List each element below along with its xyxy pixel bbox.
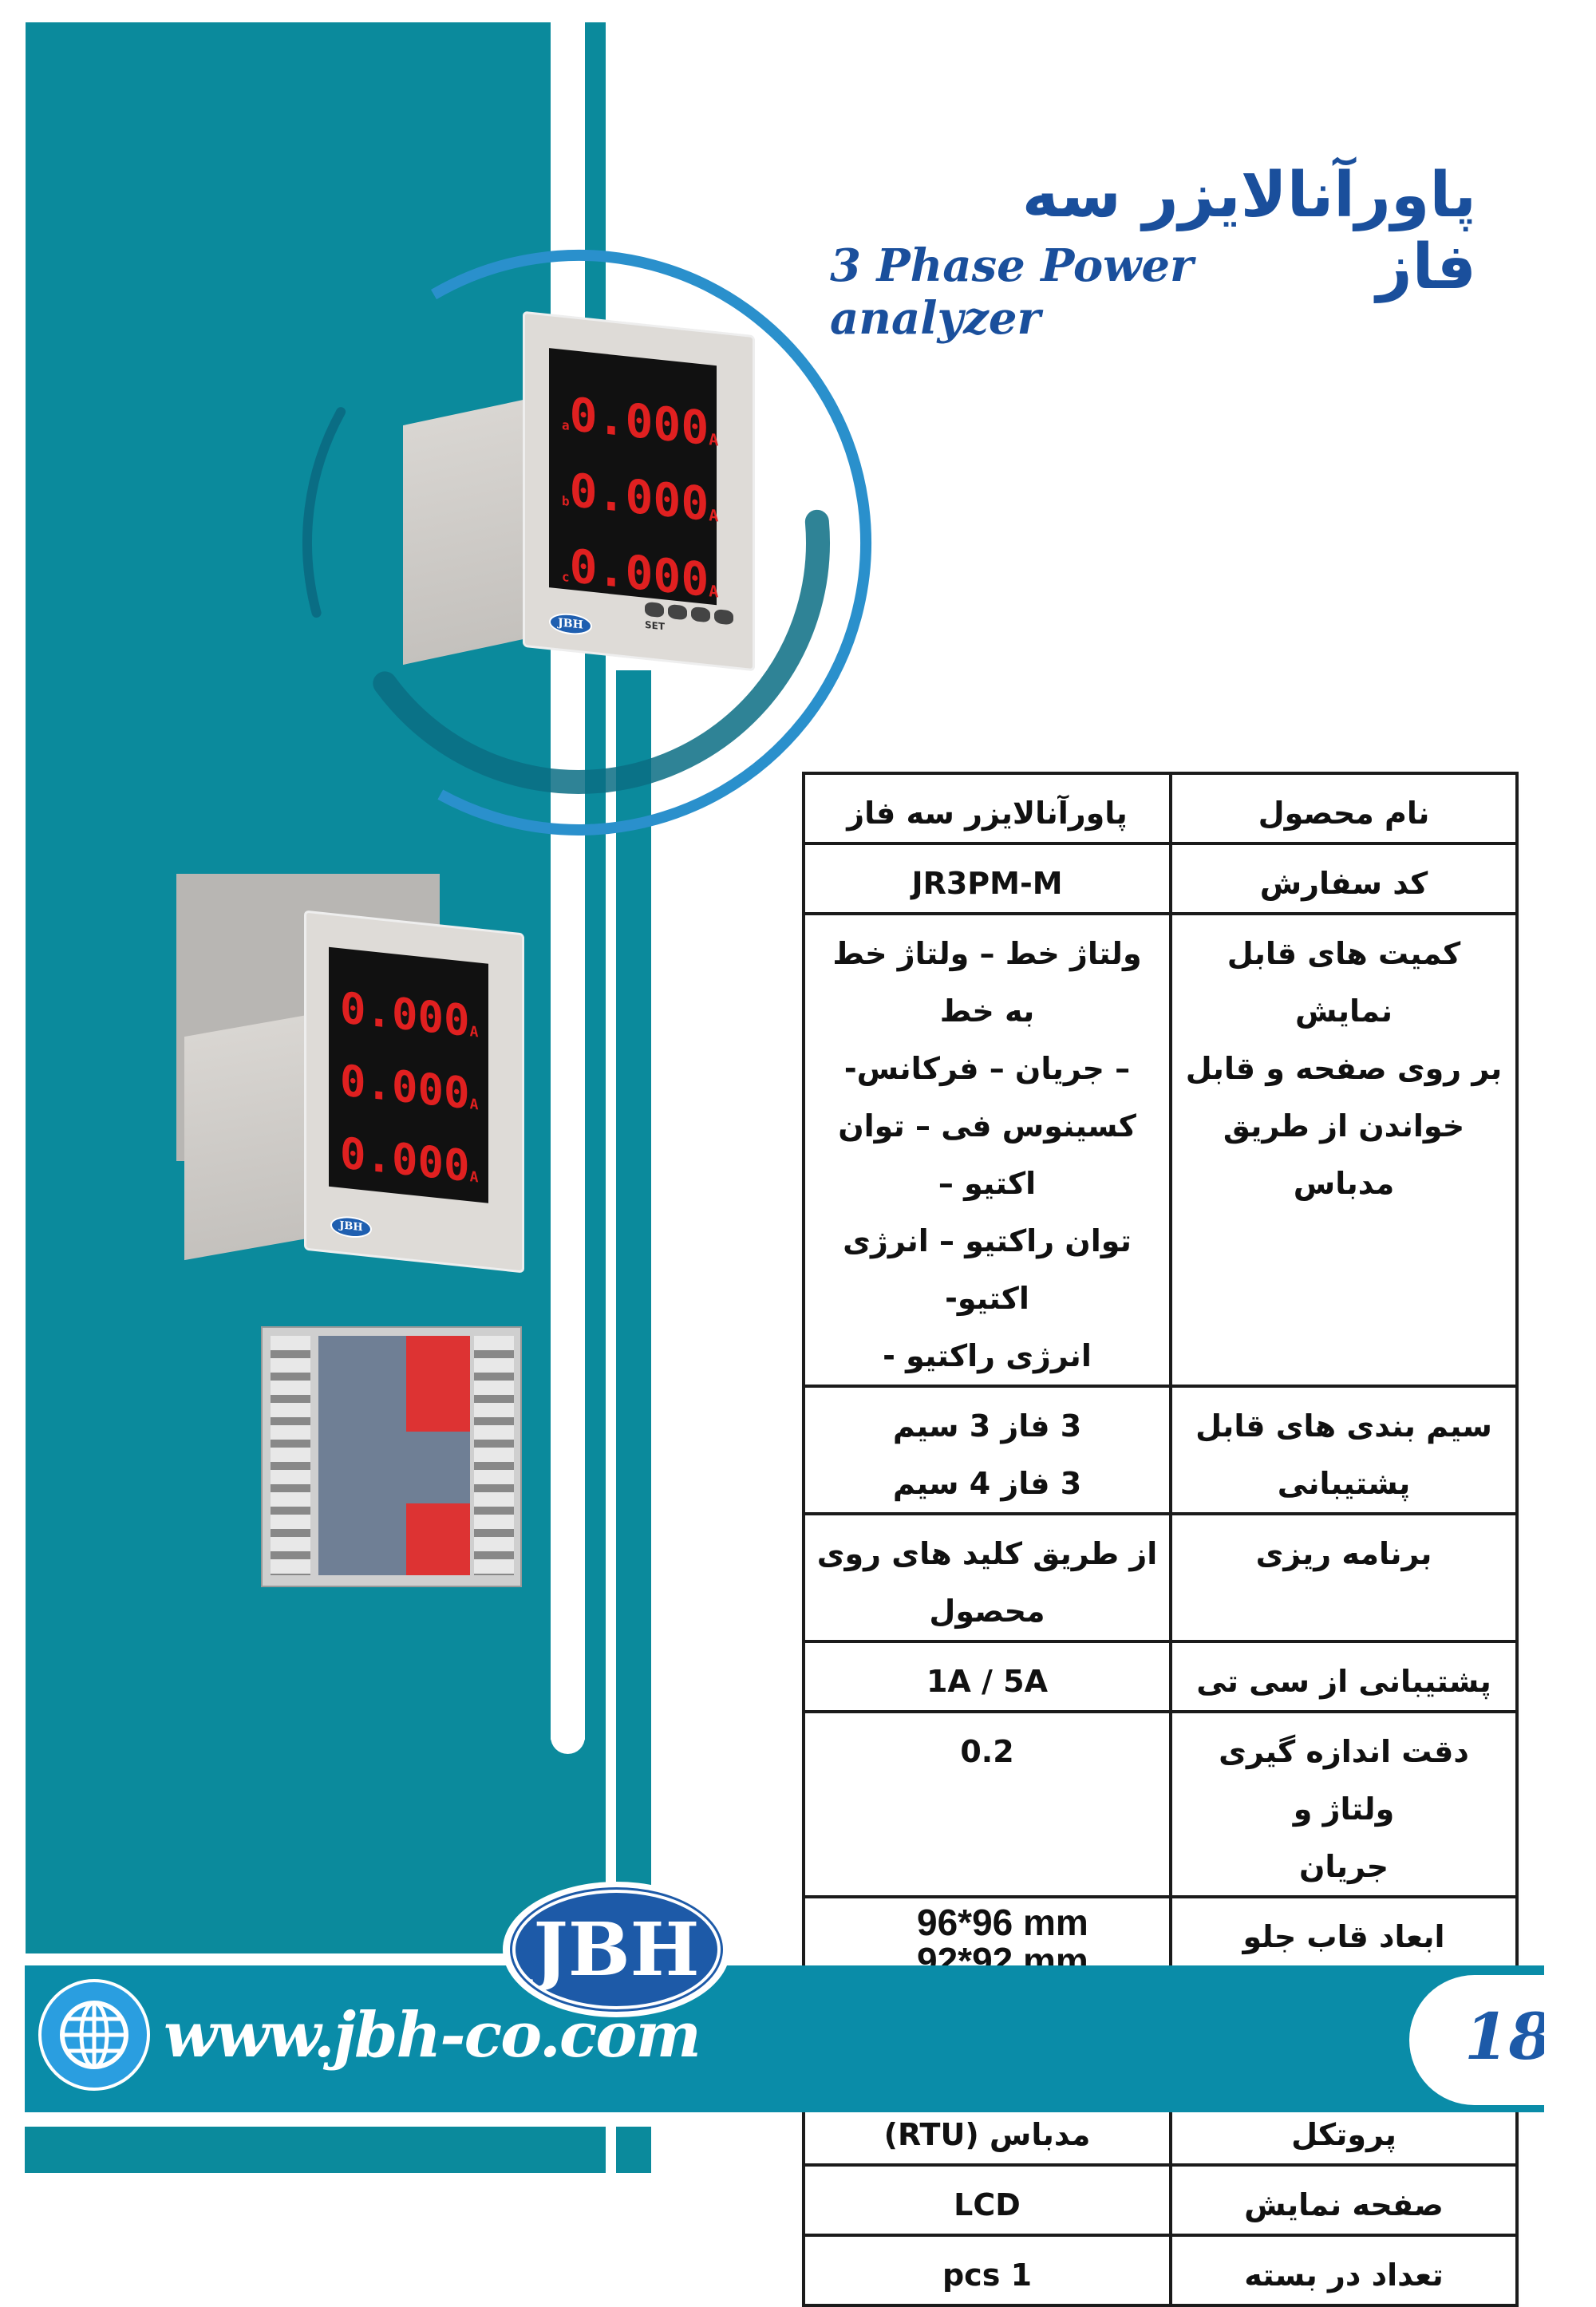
spec-value: 0.2 (802, 1710, 1172, 1898)
spec-value-line: 3 فاز 4 سیم (892, 1466, 1082, 1501)
page-right-mask (1544, 1963, 1596, 2123)
spec-row: برنامه ریزی از طریق کلید های روی محصول (802, 1512, 1519, 1643)
spec-label-line: پشتیبانی (1277, 1466, 1411, 1501)
spec-label: برنامه ریزی (1169, 1512, 1519, 1643)
spec-label: تعداد در بسته (1169, 2234, 1519, 2307)
spec-value: 3 فاز 3 سیم 3 فاز 4 سیم (802, 1385, 1172, 1515)
spec-value-line: مدباس (RTU) (883, 2117, 1091, 2152)
spec-label: کمیت های قابل نمایش بر روی صفحه و قابل خوا… (1169, 912, 1519, 1388)
decorative-arcs (286, 250, 871, 835)
spec-value-line: – جریان – فرکانس- (843, 1051, 1131, 1086)
left-arc (302, 266, 855, 819)
spec-label-line: تعداد در بسته (1244, 2258, 1444, 2293)
device-buttons: SET (645, 601, 734, 640)
reading-c: 0.000 (569, 538, 709, 608)
inner-arc (327, 291, 830, 794)
spec-label-line: نام محصول (1258, 796, 1430, 831)
spec-value-line: محصول (929, 1594, 1045, 1629)
spec-value: 1 pcs (802, 2234, 1172, 2307)
spec-value: JR3PM-M (802, 842, 1172, 915)
teal-stripe-wide (616, 670, 651, 1953)
spec-label-line: صفحه نمایش (1244, 2187, 1444, 2222)
spec-value-line: 0.2 (960, 1734, 1014, 1769)
spec-row: صفحه نمایش LCD (802, 2163, 1519, 2237)
spec-row: پشتیبانی از سی تی 1A / 5A (802, 1640, 1519, 1713)
spec-label: نام محصول (1169, 772, 1519, 845)
reading-b: 0.000 (569, 462, 709, 532)
terminal-block-image (261, 1326, 522, 1587)
spec-value: ولتاژ خط – ولتاژ خط به خط – جریان – فرکان… (802, 912, 1172, 1388)
spec-label: سیم بندی های قابل پشتیبانی (1169, 1385, 1519, 1515)
spec-value-line: پاورآنالایزر سه فاز (847, 796, 1128, 831)
spec-label-line: کمیت های قابل نمایش (1227, 936, 1461, 1029)
page-number: 18 (1464, 1999, 1554, 2074)
spec-label-line: جریان (1299, 1849, 1389, 1884)
spec-value: از طریق کلید های روی محصول (802, 1512, 1172, 1643)
spec-label-line: ابعاد قاب جلو (1242, 1919, 1445, 1954)
spec-value-line: از طریق کلید های روی (816, 1536, 1158, 1571)
spec-value-line: کسینوس فی – توان اکتیو – (838, 1108, 1136, 1201)
spec-value: پاورآنالایزر سه فاز (802, 772, 1172, 845)
spec-label-line: برنامه ریزی (1255, 1536, 1432, 1571)
spec-label-line: سیم بندی های قابل (1195, 1408, 1492, 1444)
spec-value: LCD (802, 2163, 1172, 2237)
spec-row: دقت اندازه گیری ولتاژ و جریان 0.2 (802, 1710, 1519, 1898)
spec-value-line: 96*96 mm (917, 1902, 1088, 1943)
jbh-logo: JBH (503, 1882, 730, 2017)
spec-row: کد سفارش JR3PM-M (802, 842, 1519, 915)
spec-value-line: توان راکتیو – انرژی اکتیو- (843, 1223, 1132, 1316)
spec-value-line: ولتاژ خط – ولتاژ خط به خط (832, 936, 1142, 1029)
spec-value-line: 1 pcs (942, 2258, 1033, 2293)
spec-row: تعداد در بسته 1 pcs (802, 2234, 1519, 2307)
jbh-logo-text: JBH (510, 1887, 723, 2012)
title-persian: پاورآنالایزر سه فاز (1021, 160, 1476, 303)
spec-row: نام محصول پاورآنالایزر سه فاز (802, 772, 1519, 845)
teal-panel-lower (26, 1740, 606, 1953)
footer-band (25, 1965, 1544, 2112)
spec-label-line: خواندن از طریق مدباس (1223, 1108, 1465, 1201)
spec-value-line: 3 فاز 3 سیم (892, 1408, 1082, 1444)
bottom-stripe-left (25, 2127, 606, 2173)
globe-icon (38, 1979, 150, 2091)
spec-value-line: انرژی راکتیو - (883, 1338, 1092, 1373)
page-number-badge (1409, 1975, 1569, 2105)
spec-label: صفحه نمایش (1169, 2163, 1519, 2237)
reading-a: 0.000 (569, 386, 709, 456)
title-english: 3 Phase Power analyzer (830, 239, 1194, 345)
spec-value-line: JR3PM-M (911, 866, 1063, 901)
spec-value-line: LCD (954, 2187, 1021, 2222)
spec-label-line: دقت اندازه گیری ولتاژ و (1219, 1734, 1469, 1827)
spec-label: پشتیبانی از سی تی (1169, 1640, 1519, 1713)
spec-label-line: کد سفارش (1259, 866, 1428, 901)
spec-label-line: بر روی صفحه و قابل (1185, 1051, 1503, 1086)
power-analyzer-side-image: 0.000A 0.000A 0.000A JBH (176, 874, 527, 1274)
power-analyzer-front-image: a0.000A b0.000A c0.000A SET JBH (403, 310, 758, 672)
spec-label: کد سفارش (1169, 842, 1519, 915)
device-logo: JBH (330, 1214, 372, 1240)
white-rounded-stripe (551, 22, 585, 1754)
bottom-stripe-right (616, 2127, 651, 2173)
spec-value: 1A / 5A (802, 1640, 1172, 1713)
spec-row: کمیت های قابل نمایش بر روی صفحه و قابل خوا… (802, 912, 1519, 1388)
spec-label-line: پروتکل (1291, 2117, 1396, 2152)
device-logo: JBH (549, 611, 592, 637)
spec-label: دقت اندازه گیری ولتاژ و جریان (1169, 1710, 1519, 1898)
spec-value-line: 1A / 5A (926, 1664, 1049, 1699)
spec-label-line: پشتیبانی از سی تی (1196, 1664, 1491, 1699)
outer-arc (286, 250, 871, 835)
